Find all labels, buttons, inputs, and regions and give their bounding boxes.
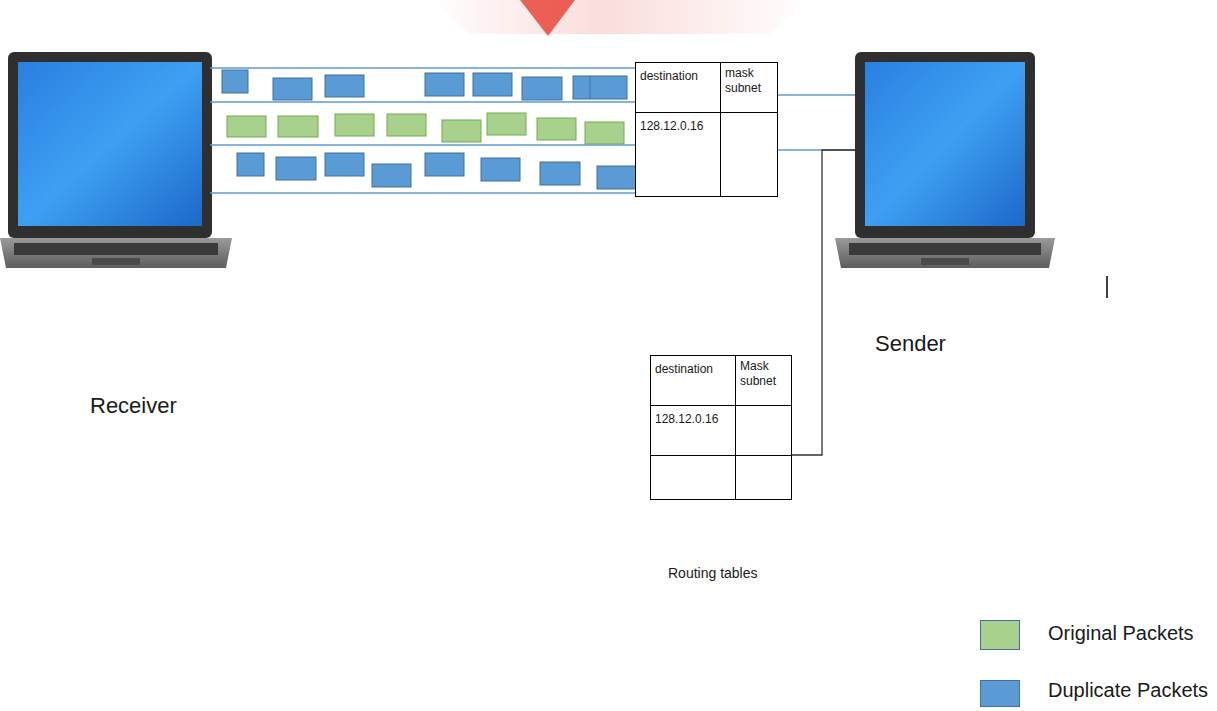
- table-cell: 128.12.0.16: [636, 113, 721, 198]
- link-line: [778, 94, 855, 95]
- link-line: [792, 150, 855, 455]
- legend-swatch: [980, 620, 1020, 650]
- duplicate-packets: [237, 153, 636, 189]
- device-label-box: Receiver: [90, 392, 177, 420]
- table-rule: [636, 112, 777, 113]
- caption-box: Routing tables: [668, 564, 758, 583]
- table-rule: [651, 405, 791, 406]
- table-cell-text: mask subnet: [725, 66, 775, 96]
- legend-text-box: Original Packets: [1048, 621, 1194, 646]
- watermark: [430, 0, 810, 36]
- table-cell: 128.12.0.16: [651, 406, 736, 456]
- legend-text: Duplicate Packets: [1048, 678, 1208, 703]
- table-rule: [651, 455, 791, 456]
- receiver-laptop: Receiver: [0, 50, 210, 270]
- table-cell-text: destination: [655, 362, 713, 377]
- table-rule: [735, 356, 736, 499]
- device-label: Sender: [875, 330, 946, 358]
- legend-text: Original Packets: [1048, 621, 1194, 646]
- original-packets: [227, 113, 624, 144]
- receiver-laptop-drawing: [0, 52, 232, 268]
- routing-table: destination mask subnet 128.12.0.16: [635, 62, 778, 197]
- duplicate-packets: [222, 70, 627, 100]
- device-label-box: Sender: [875, 330, 946, 358]
- sender-laptop: Sender: [855, 50, 1055, 270]
- link-line: [210, 67, 635, 68]
- table-cell: destination: [651, 356, 736, 406]
- legend-swatch: [980, 680, 1020, 707]
- link-line: [210, 101, 635, 102]
- device-label: Receiver: [90, 392, 177, 420]
- sender-laptop-drawing: [835, 52, 1055, 268]
- table-cell: mask subnet: [721, 63, 779, 113]
- link-line: [210, 192, 635, 193]
- caption-text: Routing tables: [668, 565, 758, 583]
- table-cell-text: 128.12.0.16: [655, 412, 718, 427]
- table-cell-text: 128.12.0.16: [640, 119, 703, 134]
- link-line: [210, 144, 635, 145]
- table-rule: [720, 63, 721, 196]
- table-cell-text: Mask subnet: [740, 359, 789, 389]
- routing-table: destination Mask subnet 128.12.0.16: [650, 355, 792, 500]
- legend-text-box: Duplicate Packets: [1048, 678, 1208, 703]
- cursor-mark: [1106, 276, 1108, 298]
- table-cell: Mask subnet: [736, 356, 793, 406]
- table-cell: destination: [636, 63, 721, 113]
- table-cell-text: destination: [640, 69, 698, 84]
